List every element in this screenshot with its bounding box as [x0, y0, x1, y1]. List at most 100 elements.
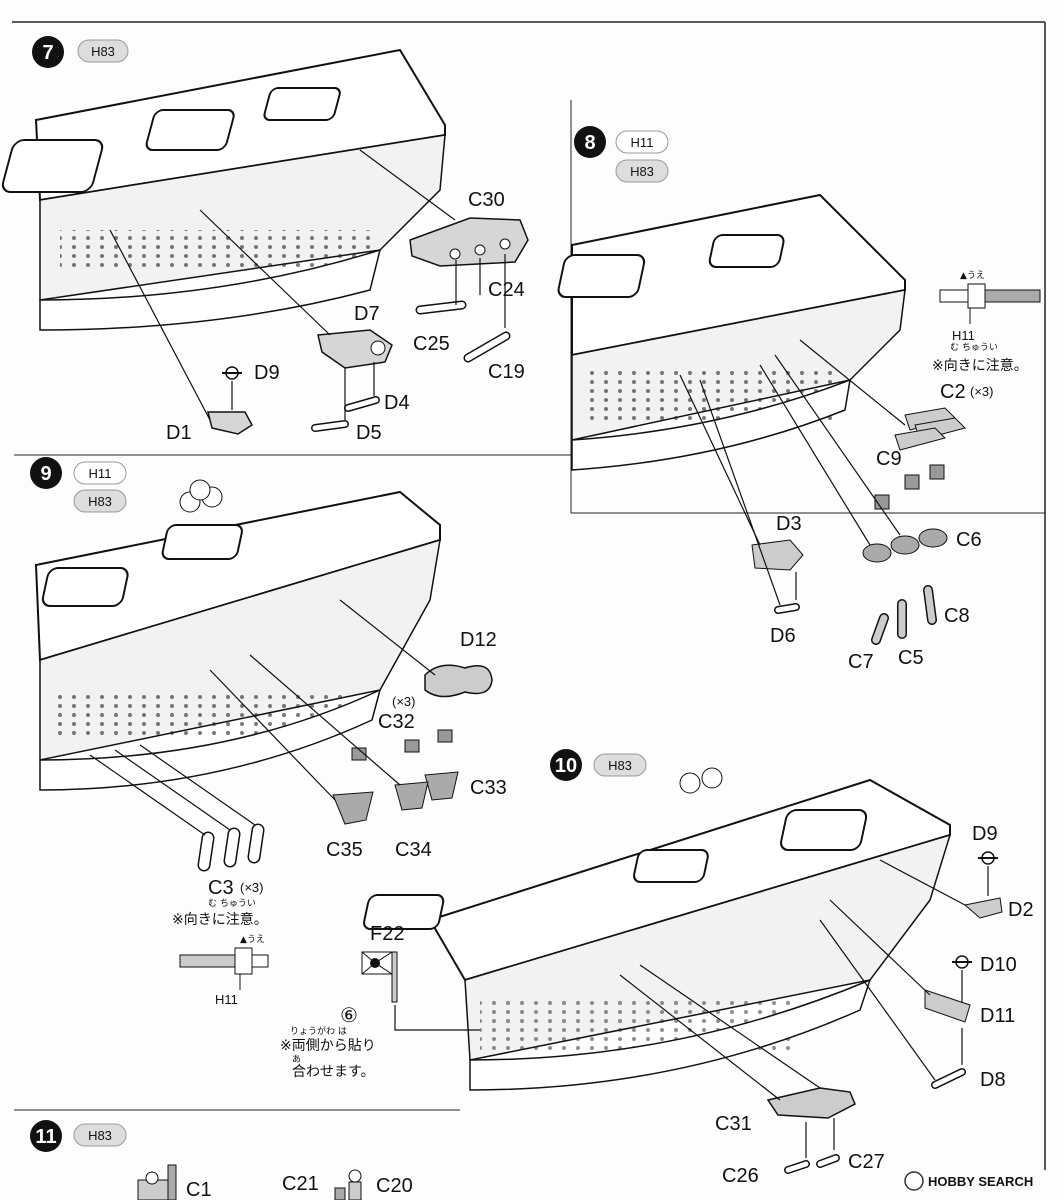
step-7-badge: [77, 39, 129, 63]
part-c31: [766, 1087, 856, 1119]
label-d4: D4: [384, 392, 410, 414]
label-d2: D2: [1008, 899, 1034, 921]
part-d11: [924, 989, 971, 1023]
label-c9: C9: [876, 448, 902, 470]
step-7-number: 7: [42, 42, 53, 64]
step-9-marker: [30, 457, 62, 489]
h11-label-step8: H11: [952, 328, 975, 343]
part-c34: [394, 781, 429, 811]
step-10-badge-text: H83: [608, 758, 632, 773]
step-8-ship: [557, 193, 906, 471]
label-c31: C31: [715, 1113, 752, 1135]
step-10: 10 H83 D9 D2 D10: [280, 749, 1034, 1187]
step-10-badge: [593, 753, 647, 777]
label-c21: C21: [282, 1173, 319, 1195]
step-8-badge-1-text: H11: [631, 135, 654, 150]
step-11-badge: [73, 1123, 127, 1147]
step-10-number: 10: [555, 755, 577, 777]
label-c24: C24: [488, 279, 525, 301]
step-8: 8 H11 H83 ▲うえ H11 む ちゅうい ※向きに注意。: [557, 126, 1041, 673]
count-c2: (×3): [970, 384, 993, 399]
label-c25: C25: [413, 333, 450, 355]
part-c24: [415, 300, 467, 315]
step-9-number: 9: [40, 463, 51, 485]
step-7-ship: [1, 48, 446, 331]
step-9-badge-2: [73, 489, 127, 513]
part-c30: [409, 217, 529, 267]
label-c6: C6: [956, 529, 982, 551]
part-c19: [463, 331, 511, 363]
part-c3: [197, 823, 265, 872]
orientation-note-step9: ※向きに注意。: [172, 911, 268, 928]
part-d7: [317, 329, 393, 369]
label-c32: C32: [378, 711, 415, 733]
label-c19: C19: [488, 361, 525, 383]
step-7-badge-text: H83: [91, 44, 115, 59]
label-c35: C35: [326, 839, 363, 861]
label-c7: C7: [848, 651, 874, 673]
label-c27: C27: [848, 1151, 885, 1173]
label-c5: C5: [898, 647, 924, 669]
step-10-marker: [550, 749, 582, 781]
part-d10: [952, 955, 972, 969]
part-c32: [351, 729, 453, 761]
h11-orientation-diagram-step9: ▲うえ H11: [179, 934, 269, 1007]
step-8-badge-2-text: H83: [630, 164, 654, 179]
step-11-badge-text: H83: [88, 1128, 112, 1143]
part-d5: [311, 420, 349, 432]
ue-label-step9: ▲うえ: [240, 934, 265, 945]
part-c7: [871, 613, 889, 645]
count-c32: (×3): [392, 694, 415, 709]
step-10-ship: [363, 767, 952, 1091]
part-d6: [774, 603, 800, 614]
step-9: 9 H11 H83 D12 (×3) C32 C33: [30, 457, 507, 1007]
step-8-badge-2: [615, 159, 669, 183]
part-d2: [963, 897, 1003, 919]
watermark: HOBBY SEARCH: [904, 1171, 1033, 1191]
decal-number-6: ⑥: [340, 1005, 358, 1027]
step-8-marker: [574, 126, 606, 158]
label-c26: C26: [722, 1165, 759, 1187]
part-f22-flag: [361, 951, 398, 1003]
glue-ruby-2: あ: [292, 1054, 301, 1065]
label-d10: D10: [980, 954, 1017, 976]
part-d4: [344, 396, 380, 412]
h11-label-step9: H11: [215, 992, 238, 1007]
part-d9-step10: [978, 851, 998, 865]
label-c20: C20: [376, 1175, 413, 1197]
part-d8: [931, 1068, 966, 1089]
step-8-badge-1: [615, 130, 669, 154]
part-d1: [207, 411, 253, 435]
label-d12: D12: [460, 629, 497, 651]
part-c33: [424, 771, 459, 801]
label-c8: C8: [944, 605, 970, 627]
label-d7: D7: [354, 303, 380, 325]
hobby-search-logo-icon: [904, 1171, 924, 1191]
step-11-marker: [30, 1120, 62, 1152]
part-c2: [894, 407, 966, 451]
glue-note-line2: 合わせます。: [292, 1064, 375, 1080]
part-c26: [784, 1160, 810, 1174]
part-c9: [874, 464, 945, 510]
part-c20-c21: [334, 1169, 362, 1200]
label-c34: C34: [395, 839, 432, 861]
step-8-number: 8: [584, 132, 595, 154]
step-11: 11 H83 C1 C21 C20: [30, 1120, 413, 1200]
glue-note-line1: ※両側から貼り: [280, 1038, 376, 1054]
part-d9: [222, 366, 242, 380]
orientation-note-step8: ※向きに注意。: [932, 357, 1028, 374]
part-c8: [923, 585, 937, 625]
step-9-badge-1: [73, 461, 127, 485]
watermark-text: HOBBY SEARCH: [928, 1174, 1033, 1189]
label-d9-step10: D9: [972, 823, 998, 845]
part-c27: [816, 1154, 840, 1168]
part-d12: [424, 664, 493, 698]
step-7-marker: [32, 36, 64, 68]
ue-label-step8: ▲うえ: [960, 270, 985, 281]
label-c2: C2: [940, 381, 966, 403]
count-c3: (×3): [240, 880, 263, 895]
label-c3: C3: [208, 877, 234, 899]
step-11-number: 11: [35, 1126, 56, 1148]
part-c1: [137, 1164, 177, 1200]
